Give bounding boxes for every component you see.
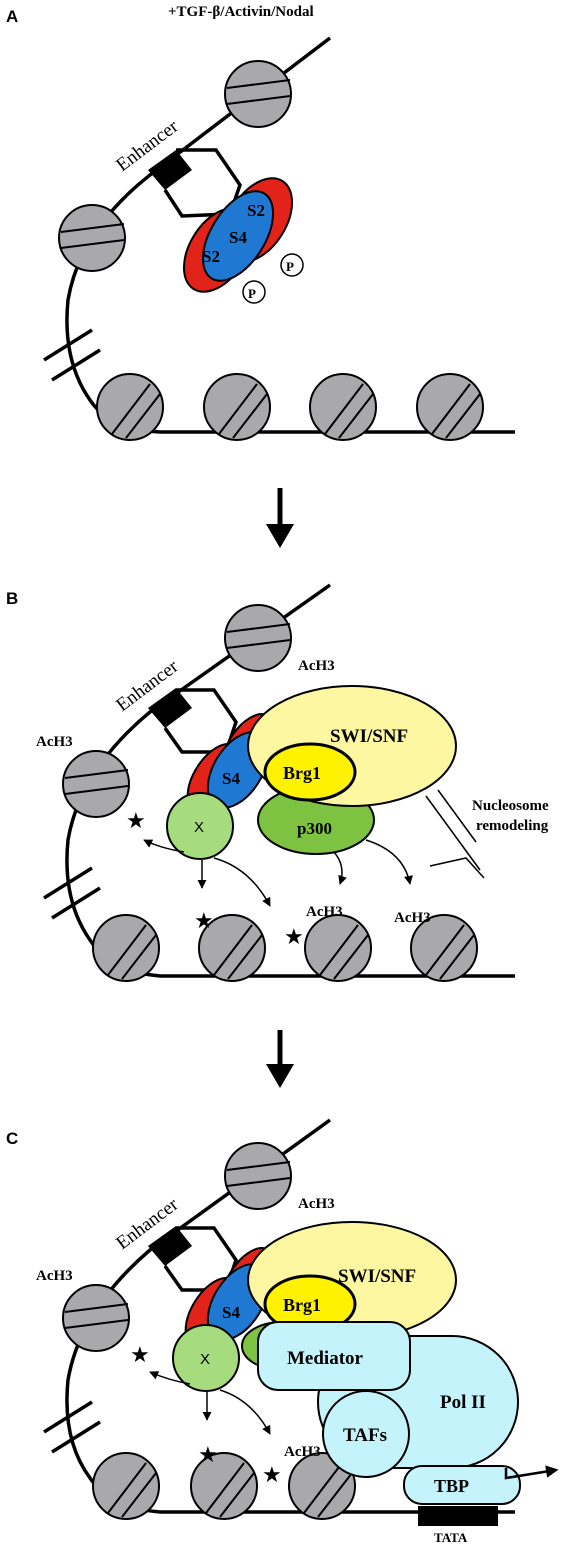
brg1-subunit	[263, 742, 357, 802]
phospho-label: P	[248, 286, 256, 301]
phospho-marker	[280, 253, 304, 277]
nucleosome	[224, 604, 292, 672]
acetylation-arrow	[365, 839, 413, 885]
mediator-label: Mediator	[287, 1348, 364, 1369]
acetylation-arrow	[213, 857, 271, 907]
panel-label-a: A	[6, 7, 18, 26]
treatment-label: +TGF-β/Activin/Nodal	[168, 4, 314, 20]
acetyl-h3-label: AcH3	[306, 904, 343, 920]
nucleosome	[304, 914, 372, 982]
acetylation-star: ★	[126, 808, 146, 833]
strand-break-mark-2	[51, 348, 101, 382]
nucleosome	[203, 373, 271, 441]
acetylation-star: ★	[194, 908, 214, 933]
factor-x-label: X	[194, 819, 204, 836]
transcription-start-arrow	[504, 1465, 559, 1480]
remodeling-label-line1: Nucleosome	[472, 798, 549, 814]
acetyl-h3-label: AcH3	[36, 1268, 73, 1284]
strand-break-mark-2	[51, 1420, 101, 1454]
swi-snf-label: SWI/SNF	[338, 1266, 416, 1287]
acetyl-h3-label: AcH3	[36, 734, 73, 750]
factor-x-label: X	[200, 1351, 210, 1368]
transition-arrow	[266, 1030, 294, 1088]
strand-break-mark-1	[43, 328, 93, 362]
strand-break-mark-1	[43, 866, 93, 900]
nucleosome	[410, 914, 478, 982]
tata-label: TATA	[434, 1530, 468, 1545]
remodeling-label-line2: remodeling	[476, 818, 549, 834]
smad-complex: S2 S2 S4 P P	[182, 177, 304, 304]
enhancer-box	[148, 688, 192, 728]
nucleosome	[288, 1452, 356, 1520]
acetyl-h3-label: AcH3	[298, 658, 335, 674]
factor-x	[166, 792, 234, 860]
nucleosome	[58, 204, 126, 272]
nucleosome	[92, 914, 160, 982]
phospho-label: P	[286, 259, 294, 274]
panel-b: B	[6, 583, 549, 982]
acetylation-star: ★	[262, 1462, 282, 1487]
tafs-complex	[322, 1390, 410, 1478]
acetylation-arrow	[219, 1389, 271, 1435]
tata-box	[418, 1506, 498, 1526]
nucleosome	[309, 373, 377, 441]
swi-snf-label: SWI/SNF	[330, 726, 408, 747]
tbp-protein	[403, 1465, 521, 1505]
nucleosome	[96, 373, 164, 441]
acetylation-star: ★	[284, 924, 304, 949]
smad4-label: S4	[222, 1303, 240, 1322]
transition-arrow	[266, 488, 294, 548]
panel-c: C Enhancer	[6, 1118, 559, 1545]
nucleosome	[62, 1284, 130, 1352]
nucleosome	[224, 60, 292, 128]
nucleosome	[190, 1452, 258, 1520]
smad2-label: S2	[247, 201, 265, 220]
panel-label-c: C	[6, 1129, 18, 1148]
remodeling-arrow	[425, 789, 485, 879]
brg1-label: Brg1	[283, 763, 321, 783]
factor-x	[172, 1324, 240, 1392]
panel-a: A +TGF-β/Activin/Nodal	[6, 4, 515, 441]
nucleosome	[62, 750, 130, 818]
enhancer-box	[148, 150, 192, 190]
pol-ii-label: Pol II	[440, 1392, 486, 1413]
nucleosome	[92, 1452, 160, 1520]
phospho-marker	[242, 280, 266, 304]
smad4-label: S4	[229, 228, 247, 247]
strand-break-mark-1	[43, 1400, 93, 1434]
acetylation-arrow	[143, 839, 185, 853]
acetylation-star: ★	[198, 1442, 218, 1467]
p300-label: p300	[297, 819, 332, 838]
smad4-subunit	[201, 190, 275, 282]
strand-break-mark-2	[51, 886, 101, 920]
tafs-label: TAFs	[343, 1425, 387, 1446]
acetylation-star: ★	[130, 1342, 150, 1367]
acetylation-arrow	[149, 1371, 191, 1385]
nucleosome	[416, 373, 484, 441]
smad2-label: S2	[202, 247, 220, 266]
mediator-complex	[257, 1321, 411, 1391]
nucleosome	[224, 1142, 292, 1210]
acetylation-arrow	[333, 851, 347, 885]
nucleosome	[198, 914, 266, 982]
tbp-label: TBP	[434, 1476, 469, 1496]
acetyl-h3-label: AcH3	[394, 910, 431, 926]
smad4-label: S4	[222, 769, 240, 788]
panel-label-b: B	[6, 589, 18, 608]
brg1-label: Brg1	[283, 1295, 321, 1315]
acetyl-h3-label: AcH3	[298, 1196, 335, 1212]
enhancer-box	[148, 1226, 192, 1266]
acetyl-h3-label: AcH3	[284, 1444, 321, 1460]
